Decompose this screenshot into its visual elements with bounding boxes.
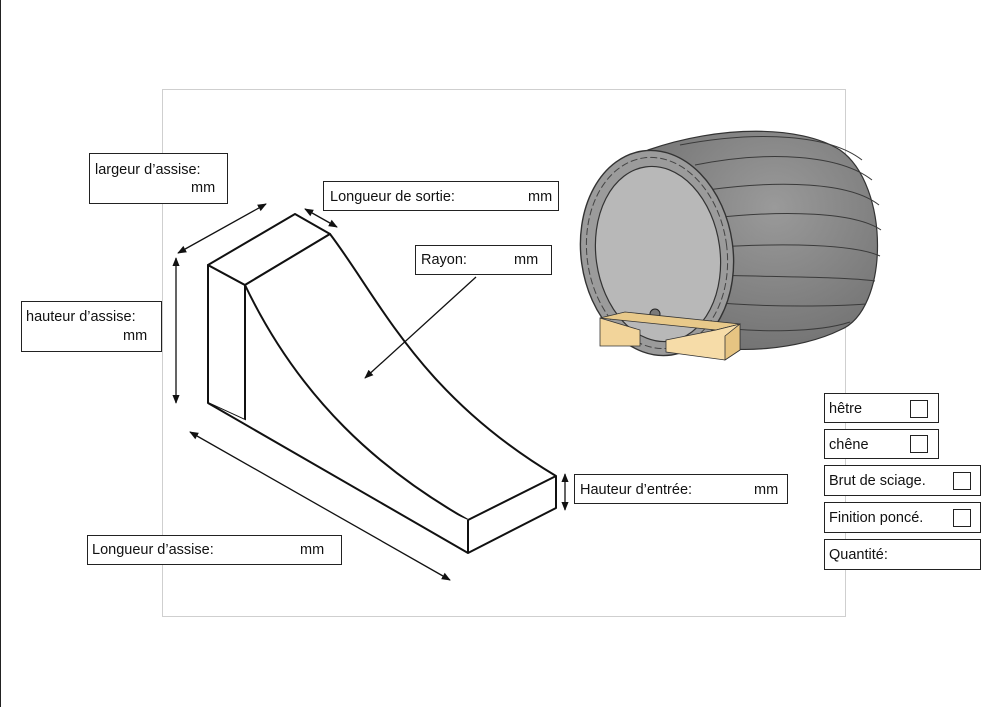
option-finition-ponce: Finition poncé. bbox=[824, 502, 981, 533]
option-brut-de-sciage: Brut de sciage. bbox=[824, 465, 981, 496]
option-brut-label: Brut de sciage. bbox=[829, 473, 926, 489]
barrel-illustration bbox=[579, 130, 882, 361]
longueur-assise-label: Longueur d’assise: mm bbox=[87, 535, 342, 565]
page-left-edge bbox=[0, 0, 1, 707]
longueur-assise-unit: mm bbox=[300, 542, 325, 558]
largeur-assise-text: largeur d’assise: bbox=[95, 162, 201, 178]
hauteur-assise-label: hauteur d’assise: mm bbox=[21, 301, 162, 352]
largeur-arrow bbox=[177, 203, 267, 254]
option-hetre-label: hêtre bbox=[829, 401, 863, 417]
wedge-left-face bbox=[207, 264, 246, 421]
option-finition-label: Finition poncé. bbox=[829, 510, 924, 526]
wedge-curved-face bbox=[244, 233, 557, 521]
cradle-front-end bbox=[724, 323, 741, 361]
longueur-sortie-text: Longueur de sortie: bbox=[330, 189, 455, 205]
hauteur-entree-unit: mm bbox=[754, 482, 779, 498]
option-chene-label: chêne bbox=[829, 437, 869, 453]
finition-checkbox[interactable] bbox=[953, 509, 971, 527]
chene-checkbox[interactable] bbox=[910, 435, 928, 453]
hauteur-entree-label: Hauteur d’entrée: mm bbox=[574, 474, 788, 504]
sortie-arrow bbox=[304, 208, 338, 228]
hauteur-entree-text: Hauteur d’entrée: bbox=[580, 482, 693, 498]
cradle-front-left bbox=[599, 317, 641, 347]
longueur-assise-text: Longueur d’assise: bbox=[92, 542, 214, 558]
largeur-assise-label: largeur d’assise: mm bbox=[89, 153, 228, 204]
longueur-sortie-label: Longueur de sortie: mm bbox=[323, 181, 559, 211]
option-chene: chêne bbox=[824, 429, 939, 459]
rayon-text: Rayon: bbox=[421, 252, 467, 268]
largeur-assise-unit: mm bbox=[191, 180, 216, 196]
longueur-assise-arrow bbox=[189, 431, 451, 581]
quantite-label: Quantité: bbox=[829, 547, 888, 563]
hetre-checkbox[interactable] bbox=[910, 400, 928, 418]
hauteur-assise-unit: mm bbox=[123, 328, 148, 344]
rayon-label: Rayon: mm bbox=[415, 245, 552, 275]
brut-checkbox[interactable] bbox=[953, 472, 971, 490]
option-hetre: hêtre bbox=[824, 393, 939, 423]
longueur-sortie-unit: mm bbox=[528, 189, 553, 205]
drawing-sheet bbox=[162, 89, 846, 617]
rayon-unit: mm bbox=[514, 252, 539, 268]
quantite-field[interactable]: Quantité: bbox=[824, 539, 981, 570]
hauteur-assise-text: hauteur d’assise: bbox=[26, 309, 136, 325]
rayon-arrow bbox=[364, 276, 477, 379]
